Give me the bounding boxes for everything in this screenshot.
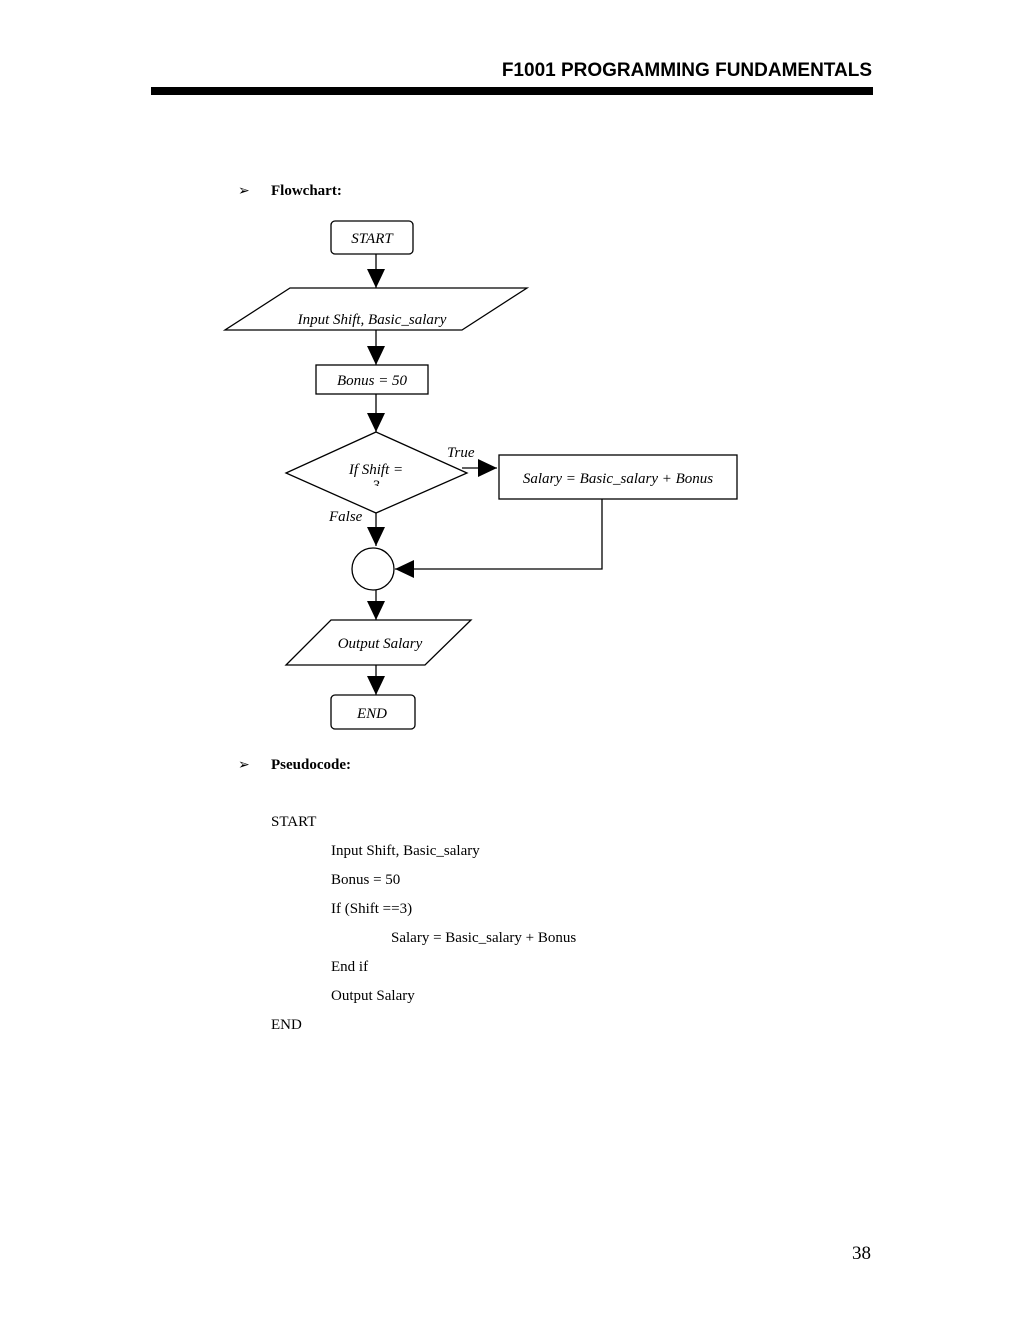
start-terminal bbox=[330, 220, 414, 255]
running-header: F1001 PROGRAMMING FUNDAMENTALS bbox=[501, 60, 872, 81]
header-rule bbox=[151, 87, 873, 95]
pseudocode-line: Salary = Basic_salary + Bonus bbox=[391, 930, 577, 946]
input-text: Input Shift, Basic_salary bbox=[297, 312, 447, 328]
false-label: False bbox=[328, 509, 363, 525]
arrowhead-bullet-icon: ➢ bbox=[238, 758, 250, 773]
end-terminal bbox=[330, 694, 416, 730]
connector-circle bbox=[351, 547, 395, 591]
salary-text: Salary = Basic_salary + Bonus bbox=[523, 471, 713, 487]
pseudocode-line: END bbox=[271, 1017, 302, 1033]
input-parallelogram bbox=[222, 287, 530, 331]
start-text: START bbox=[351, 231, 394, 247]
output-parallelogram bbox=[284, 619, 473, 666]
flowchart: START Input Shift, Basic_salary Bonus = … bbox=[222, 220, 738, 730]
pseudocode-line: If (Shift ==3) bbox=[331, 901, 413, 917]
bonus-text: Bonus = 50 bbox=[337, 373, 408, 389]
pseudocode-line: End if bbox=[331, 959, 369, 975]
pseudocode-heading: Pseudocode: bbox=[271, 757, 351, 773]
pseudocode-line: Input Shift, Basic_salary bbox=[331, 843, 480, 859]
bonus-process bbox=[315, 364, 429, 395]
output-text: Output Salary bbox=[338, 636, 423, 652]
pseudocode-line: Bonus = 50 bbox=[331, 872, 401, 888]
page-number: 38 bbox=[852, 1243, 871, 1264]
decision-text-line2: 3 bbox=[371, 478, 380, 494]
end-text: END bbox=[356, 706, 387, 722]
arrowhead-bullet-icon: ➢ bbox=[238, 184, 250, 199]
true-label: True bbox=[447, 445, 475, 461]
salary-process bbox=[498, 454, 738, 500]
pseudocode-line: START bbox=[271, 814, 317, 830]
decision-text-line1: If Shift = bbox=[348, 462, 403, 478]
arrow-salary-connector bbox=[395, 499, 603, 578]
pseudocode-line: Output Salary bbox=[331, 988, 415, 1004]
flowchart-heading: Flowchart: bbox=[271, 183, 342, 199]
